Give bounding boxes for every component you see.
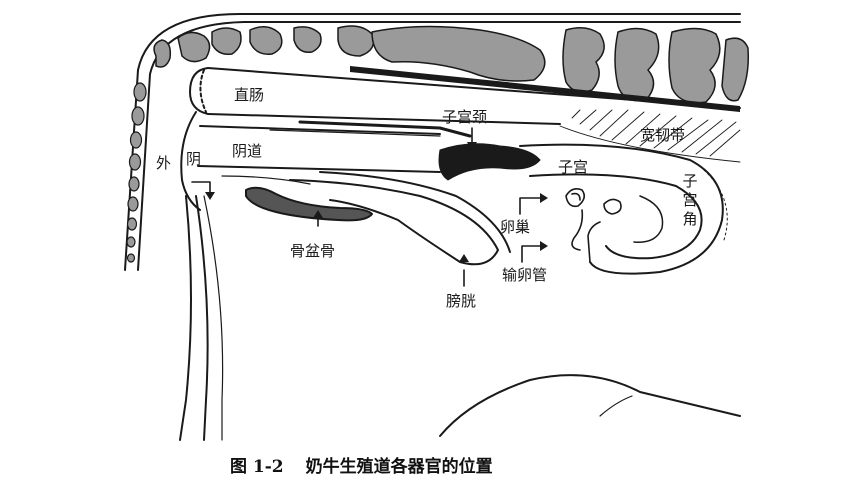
ovary-oviduct [565, 188, 622, 263]
bladder-outline [221, 171, 511, 266]
uterus-outline [519, 143, 728, 275]
label-bladder: 膀胱 [446, 292, 477, 310]
label-uterus: 子宫 [558, 158, 589, 176]
figure-caption: 图 1-2 奶牛生殖道各器官的位置 [230, 452, 493, 477]
label-vagina: 阴道 [232, 142, 263, 160]
label-oviduct: 输卵管 [502, 266, 548, 284]
pelvic-bone [245, 186, 373, 222]
tail-vertebrae [126, 82, 147, 263]
arrows [191, 127, 548, 287]
label-cervix: 子宫颈 [442, 108, 488, 126]
cervix-mass [438, 143, 541, 181]
figure-number: 图 1-2 [230, 457, 284, 477]
label-ovary: 卵巢 [500, 218, 531, 236]
vagina-outline [197, 120, 472, 173]
broad-ligament-hatching [559, 109, 741, 163]
label-vulva-1: 外 [156, 154, 172, 172]
label-rectum: 直肠 [234, 86, 265, 104]
figure-caption-text: 奶牛生殖道各器官的位置 [305, 457, 493, 477]
vulva-leg-outline [179, 111, 224, 441]
rectum-dark-wall [350, 66, 740, 112]
label-uterine-horn: 子宫角 [682, 172, 698, 228]
vertebrae [153, 25, 750, 104]
label-vulva-2: 阴 [186, 150, 202, 168]
udder-outline [439, 374, 741, 437]
udder-inner-line [599, 395, 633, 417]
label-broad-ligament: 宽韧带 [640, 126, 686, 144]
label-pelvic-bone: 骨盆骨 [290, 242, 336, 260]
